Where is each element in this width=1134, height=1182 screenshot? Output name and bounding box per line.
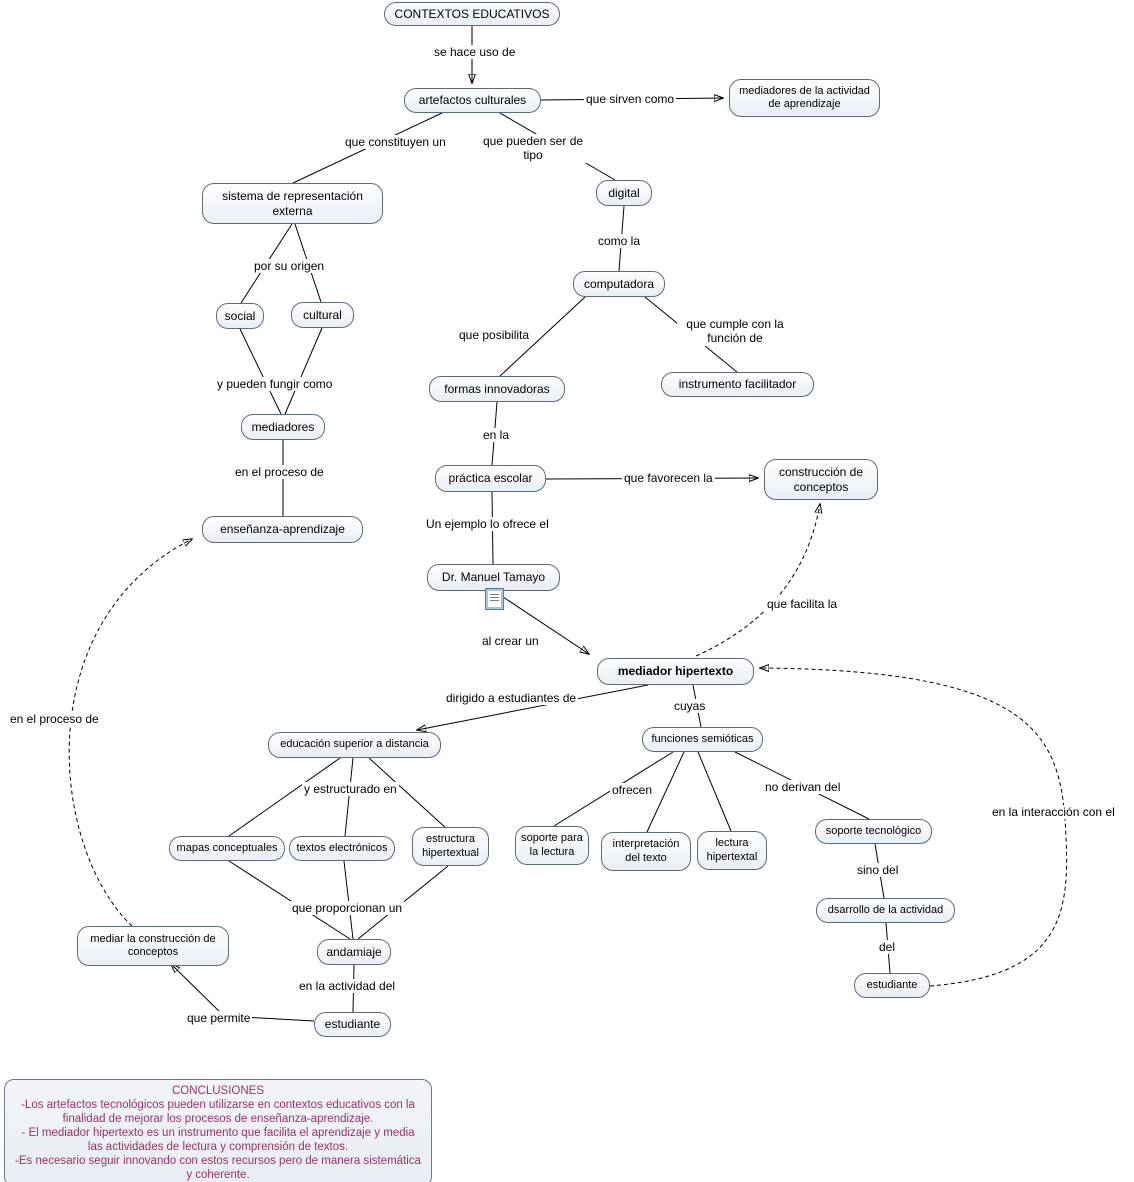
connector-tamayo-mediador-hipertexto (493, 590, 589, 654)
link-label-en-la-interaccion: en la interacción con el (990, 805, 1117, 820)
link-label-que-sirven-como: que sirven como (584, 92, 677, 107)
node-estructura-hipertextual[interactable]: estructura hipertextual (412, 827, 489, 866)
link-label-que-posibilita: que posibilita (457, 328, 532, 343)
conclusion-item: - El mediador hipertexto es un instrumen… (21, 1127, 415, 1154)
node-formas-innovadoras[interactable]: formas innovadoras (429, 376, 565, 402)
node-funciones-semioticas[interactable]: funciones semióticas (642, 727, 763, 752)
connector-mediar-ensenanza-dashed (68, 539, 192, 927)
link-label-no-derivan-del: no derivan del (763, 780, 843, 795)
link-label-por-su-origen: por su origen (252, 259, 327, 274)
link-label-como-la: como la (596, 234, 643, 249)
link-label-que-proporcionan-un: que proporcionan un (290, 901, 405, 916)
link-label-que-cumple-funcion: que cumple con la función de (677, 317, 793, 346)
link-label-que-favorecen-la: que favorecen la (622, 471, 715, 486)
conclusions-title: CONCLUSIONES (171, 1085, 265, 1097)
node-estudiante-abajo[interactable]: estudiante (314, 1012, 391, 1037)
conclusions-box: CONCLUSIONES -Los artefactos tecnológico… (4, 1079, 432, 1182)
node-digital[interactable]: digital (596, 180, 652, 206)
link-label-que-pueden-ser-de-tipo: que pueden ser de tipo (475, 134, 591, 163)
node-social[interactable]: social (216, 303, 264, 329)
node-andamiaje[interactable]: andamiaje (317, 939, 391, 965)
node-lectura-hipertextal[interactable]: lectura hipertextal (697, 831, 767, 870)
node-interpretacion-texto[interactable]: interpretación del texto (601, 832, 691, 871)
connector-mediador-construccion-dashed (695, 504, 820, 657)
node-mapas-conceptuales[interactable]: mapas conceptuales (169, 836, 285, 861)
connector-educacion-estructura (368, 757, 448, 830)
link-label-del: del (877, 940, 898, 955)
link-label-y-estructurado-en: y estructurado en (302, 782, 399, 797)
conclusion-item: -Es necesario seguir innovando con estos… (15, 1155, 421, 1182)
link-label-en-la: en la (481, 428, 512, 443)
node-cultural[interactable]: cultural (291, 302, 354, 328)
link-label-y-pueden-fungir-como: y pueden fungir como (215, 377, 335, 392)
node-soporte-tecnologico[interactable]: soporte tecnológico (815, 819, 932, 844)
node-soporte-lectura[interactable]: soporte para la lectura (515, 826, 589, 865)
node-dsarrollo-actividad[interactable]: dsarrollo de la actividad (816, 898, 955, 923)
node-estudiante-derecha[interactable]: estudiante (854, 973, 930, 998)
link-label-en-el-proceso-de-1: en el proceso de (233, 465, 326, 480)
node-instrumento-facilitador[interactable]: instrumento facilitador (661, 372, 814, 397)
connector-funciones-interpretacion (646, 751, 685, 833)
connector-social-mediadores (239, 328, 282, 415)
node-sistema-representacion[interactable]: sistema de representación externa (202, 183, 383, 224)
connector-funciones-lectura-hipertextal (697, 751, 732, 832)
link-label-sino-del: sino del (855, 863, 901, 878)
link-label-que-facilita-la: que facilita la (765, 597, 840, 612)
node-dr-manuel-tamayo[interactable]: Dr. Manuel Tamayo (427, 564, 560, 591)
node-textos-electronicos[interactable]: textos electrónicos (289, 836, 395, 861)
link-label-que-constituyen-un: que constituyen un (343, 135, 448, 150)
node-mediador-hipertexto[interactable]: mediador hipertexto (597, 658, 754, 685)
link-label-se-hace-uso-de: se hace uso de (432, 45, 518, 60)
link-label-dirigido-a: dirigido a estudiantes de (444, 691, 579, 706)
node-construccion-conceptos[interactable]: construcción de conceptos (764, 459, 878, 500)
connector-mapas-andamiaje (228, 860, 351, 940)
node-ensenanza-aprendizaje[interactable]: enseñanza-aprendizaje (202, 516, 363, 543)
node-educacion-superior[interactable]: educación superior a distancia (268, 732, 441, 758)
node-contextos-educativos[interactable]: CONTEXTOS EDUCATIVOS (384, 2, 560, 26)
conclusion-item: -Los artefactos tecnológicos pueden util… (21, 1099, 415, 1126)
connector-mediador-educacion (417, 684, 649, 730)
node-mediadores-actividad[interactable]: mediadores de la actividad de aprendizaj… (729, 79, 880, 117)
connector-cultural-mediadores (284, 327, 323, 415)
link-label-en-el-proceso-de-2: en el proceso de (8, 712, 101, 727)
node-computadora[interactable]: computadora (573, 271, 665, 297)
link-label-en-la-actividad-del: en la actividad del (297, 979, 398, 994)
connector-textos-andamiaje (343, 860, 354, 940)
link-label-que-permite: que permite (185, 1011, 253, 1026)
link-label-al-crear-un: al crear un (480, 634, 541, 649)
node-artefactos-culturales[interactable]: artefactos culturales (404, 88, 541, 113)
connector-computadora-formas (499, 296, 586, 377)
node-practica-escolar[interactable]: práctica escolar (435, 465, 546, 492)
node-mediar-construccion[interactable]: mediar la construcción de conceptos (77, 926, 229, 966)
link-label-un-ejemplo: Un ejemplo lo ofrece el (424, 517, 551, 532)
document-resource-icon[interactable] (486, 589, 503, 609)
connector-educacion-mapas (228, 757, 341, 837)
link-label-cuyas: cuyas (672, 699, 708, 714)
node-mediadores[interactable]: mediadores (241, 414, 325, 440)
link-label-ofrecen: ofrecen (610, 783, 655, 798)
connector-educacion-textos (344, 757, 354, 837)
